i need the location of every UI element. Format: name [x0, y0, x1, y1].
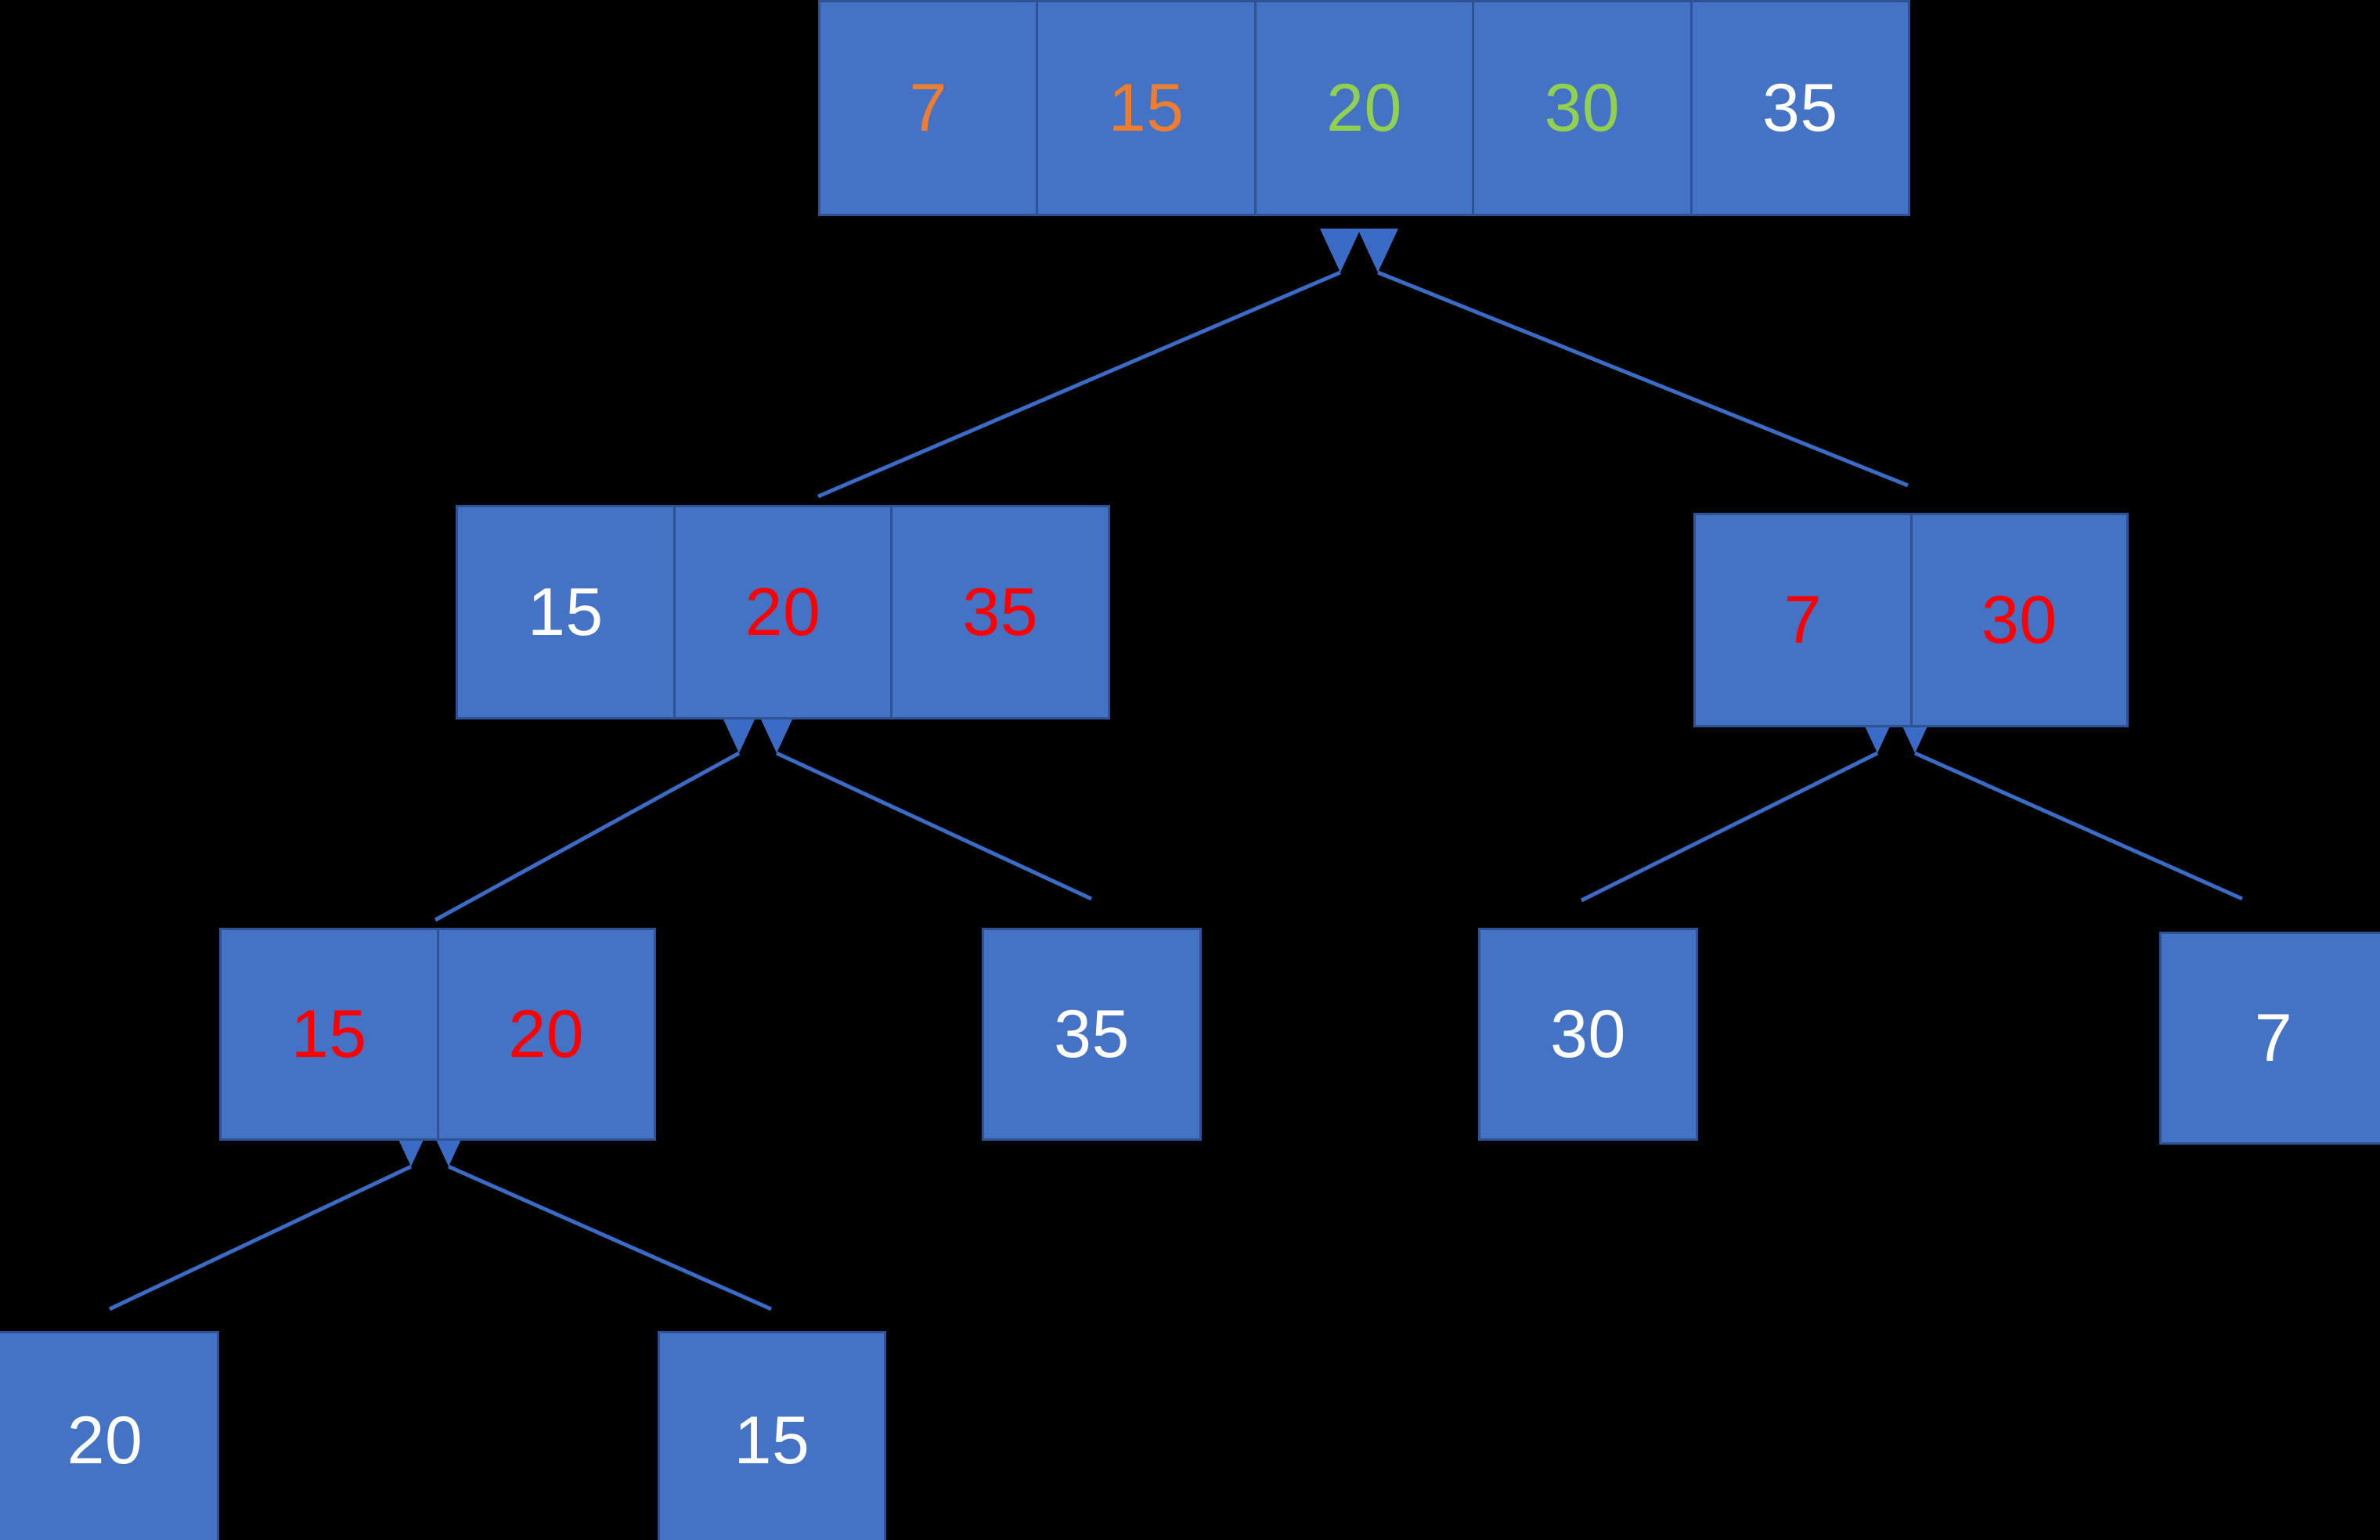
connector-arrowhead-icon — [1320, 229, 1361, 272]
tree-node-l2-b[interactable]: 35 — [982, 928, 1202, 1141]
node-cell[interactable]: 15 — [660, 1333, 884, 1540]
node-cell[interactable]: 20 — [675, 507, 893, 717]
node-cell[interactable]: 35 — [1692, 2, 1909, 214]
node-cell[interactable]: 20 — [0, 1333, 217, 1540]
connector-line — [447, 1164, 773, 1311]
tree-connector — [108, 1123, 431, 1311]
tree-connector — [1358, 229, 1909, 488]
node-cell[interactable]: 30 — [1474, 2, 1693, 214]
connector-arrowhead-icon — [1358, 229, 1398, 272]
tree-connector — [428, 1123, 773, 1311]
tree-connector — [756, 709, 1093, 901]
node-cell[interactable]: 35 — [892, 507, 1109, 717]
node-cell[interactable]: 20 — [438, 930, 654, 1138]
connector-line — [108, 1164, 413, 1311]
tree-node-l3-a[interactable]: 20 — [0, 1331, 219, 1540]
tree-node-l2-c[interactable]: 30 — [1478, 928, 1698, 1141]
connector-line — [1377, 270, 1909, 488]
tree-node-l2-d[interactable]: 7 — [2159, 932, 2380, 1145]
connector-line — [434, 751, 741, 922]
node-cell[interactable]: 15 — [222, 930, 439, 1138]
node-cell[interactable]: 15 — [1038, 2, 1257, 214]
connector-line — [1913, 751, 2244, 901]
connector-line — [1580, 751, 1879, 903]
tree-connector — [434, 709, 759, 922]
node-cell[interactable]: 35 — [984, 930, 1199, 1138]
connector-line — [817, 270, 1341, 499]
connector-line — [775, 751, 1093, 901]
tree-connector — [817, 229, 1361, 499]
node-cell[interactable]: 15 — [458, 507, 676, 717]
node-cell[interactable]: 7 — [1696, 515, 1913, 725]
node-cell[interactable]: 30 — [1480, 930, 1696, 1138]
tree-connector — [1580, 709, 1898, 903]
tree-node-l3-b[interactable]: 15 — [658, 1331, 886, 1540]
node-cell[interactable]: 7 — [2162, 934, 2380, 1142]
node-cell[interactable]: 7 — [820, 2, 1039, 214]
node-cell[interactable]: 20 — [1256, 2, 1475, 214]
tree-connector — [1895, 709, 2244, 901]
node-cell[interactable]: 30 — [1912, 515, 2126, 725]
